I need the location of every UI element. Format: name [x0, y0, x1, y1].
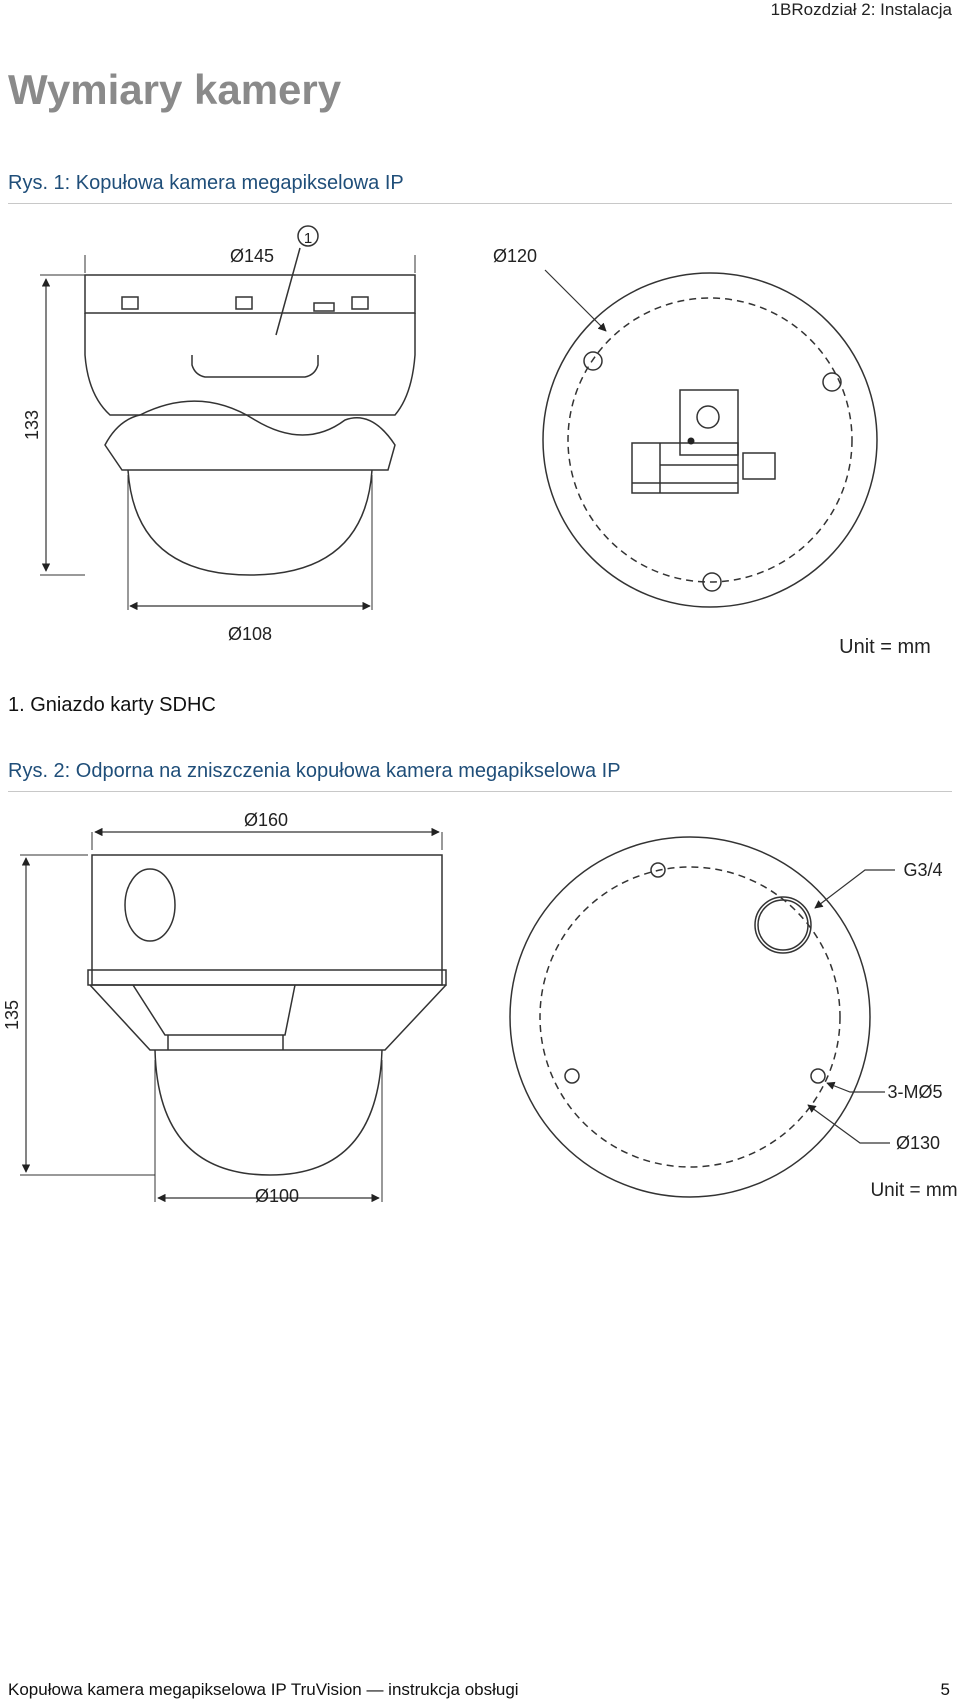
top-diameter-label: Ø160	[244, 810, 288, 830]
mount-plate-circle	[509, 836, 871, 1198]
mount-hole-circle	[567, 297, 853, 583]
height-label: 135	[2, 1000, 22, 1030]
mount-diameter-label: Ø120	[493, 246, 537, 266]
page-number: 5	[940, 1680, 950, 1699]
camera-bezel	[104, 400, 396, 471]
unit-label: Unit = mm	[839, 636, 931, 658]
figure-1-divider	[8, 203, 952, 204]
sdhc-slot	[191, 355, 319, 378]
page-title: Wymiary kamery	[8, 66, 342, 113]
camera-base-plate	[84, 274, 416, 314]
rj45-port	[742, 452, 776, 480]
mount-screw-2	[564, 1068, 580, 1084]
side-conduit-hole	[124, 868, 176, 942]
footer-title: Kopułowa kamera megapikselowa IP TruVisi…	[8, 1680, 519, 1699]
vandal-flange	[87, 969, 447, 986]
callout-circle	[297, 225, 319, 247]
figure-1-caption: Rys. 1: Kopułowa kamera megapikselowa IP	[8, 172, 404, 194]
callout-label: 1	[304, 230, 312, 247]
top-screws	[121, 296, 369, 312]
vandal-housing	[91, 854, 443, 986]
conduit-hole-inner	[757, 899, 809, 951]
top-diameter-label: Ø145	[230, 246, 274, 266]
mount-leader-line	[544, 269, 607, 332]
chapter-header: 1BRozdział 2: Instalacja	[770, 0, 952, 19]
figure-2-drawing: Ø160 135 Ø100 G3/4 3-MØ5 Ø130 Unit = mm	[2, 810, 958, 1206]
conduit-label: G3/4	[903, 860, 942, 880]
dome-diameter-label: Ø100	[255, 1186, 299, 1206]
vandal-bracket-front	[132, 984, 296, 1036]
vandal-dome	[154, 1049, 383, 1176]
conduit-leader-line	[814, 869, 895, 909]
vandal-skirt	[89, 984, 447, 1051]
sdhc-module	[679, 389, 739, 456]
mount-hole-circle	[539, 866, 841, 1168]
unit-label: Unit = mm	[870, 1180, 957, 1201]
mount-screw-3	[702, 572, 722, 592]
mount-leader-line	[807, 1104, 890, 1144]
figure-2-divider	[8, 791, 952, 792]
mount-screw-1	[583, 351, 603, 371]
figure-1-drawing: 1 Ø145 133 Ø108 Ø120 Unit = mm	[22, 225, 931, 658]
figure-2-caption: Rys. 2: Odporna na zniszczenia kopułowa …	[8, 760, 621, 782]
screws-label: 3-MØ5	[887, 1082, 942, 1102]
mount-screw-2	[822, 372, 842, 392]
camera-housing	[84, 313, 416, 416]
conduit-hole-outer	[754, 896, 812, 954]
mount-screw-1	[650, 862, 666, 878]
screws-leader-line	[826, 1081, 885, 1093]
mount-plate-circle	[542, 272, 878, 608]
dome-diameter-label: Ø108	[228, 624, 272, 644]
mount-screw-3	[810, 1068, 826, 1084]
mount-diameter-label: Ø130	[896, 1133, 940, 1153]
height-label: 133	[22, 410, 42, 440]
figure-1-legend: 1. Gniazdo karty SDHC	[8, 694, 216, 716]
connector-block	[631, 442, 739, 494]
camera-dome	[127, 469, 373, 576]
